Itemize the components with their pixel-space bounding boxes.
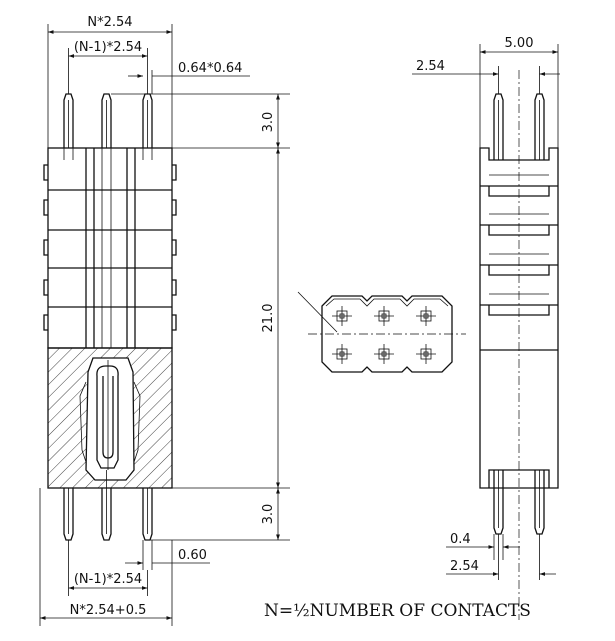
dim-depth: 5.00: [505, 36, 534, 51]
dim-row-pitch-bottom: 2.54: [450, 559, 479, 574]
dim-tail-top: 3.0: [261, 112, 276, 133]
dim-pin-offset: 0.60: [178, 548, 207, 563]
top-pins: [63, 93, 153, 148]
contacts-note: N=½NUMBER OF CONTACTS: [264, 601, 531, 621]
dim-pin-width: 0.4: [450, 532, 471, 547]
bottom-pins: [63, 470, 153, 541]
lower-housing-section: [47, 347, 173, 489]
pin-grid: [332, 306, 436, 364]
front-view: N*2.54 (N-1)*2.54 0.64*0.64 3.0 21.0 3.0…: [39, 15, 290, 626]
upper-body: [43, 147, 177, 349]
dim-pitch-top: (N-1)*2.54: [74, 40, 142, 55]
side-view: 5.00 2.54 0.4 2.54: [412, 36, 560, 620]
side-dimensions: [412, 44, 560, 580]
dim-tail-bottom: 3.0: [261, 504, 276, 525]
top-view: [297, 291, 466, 373]
side-body: [479, 70, 559, 620]
dim-row-pitch-top: 2.54: [416, 59, 445, 74]
dim-width-top: N*2.54: [87, 15, 132, 30]
front-dimensions: [39, 24, 290, 626]
dim-pin-section: 0.64*0.64: [178, 61, 242, 76]
dim-body-height: 21.0: [261, 304, 276, 333]
dim-width-bottom: N*2.54+0.5: [70, 603, 147, 618]
dim-pitch-bottom: (N-1)*2.54: [74, 572, 142, 587]
